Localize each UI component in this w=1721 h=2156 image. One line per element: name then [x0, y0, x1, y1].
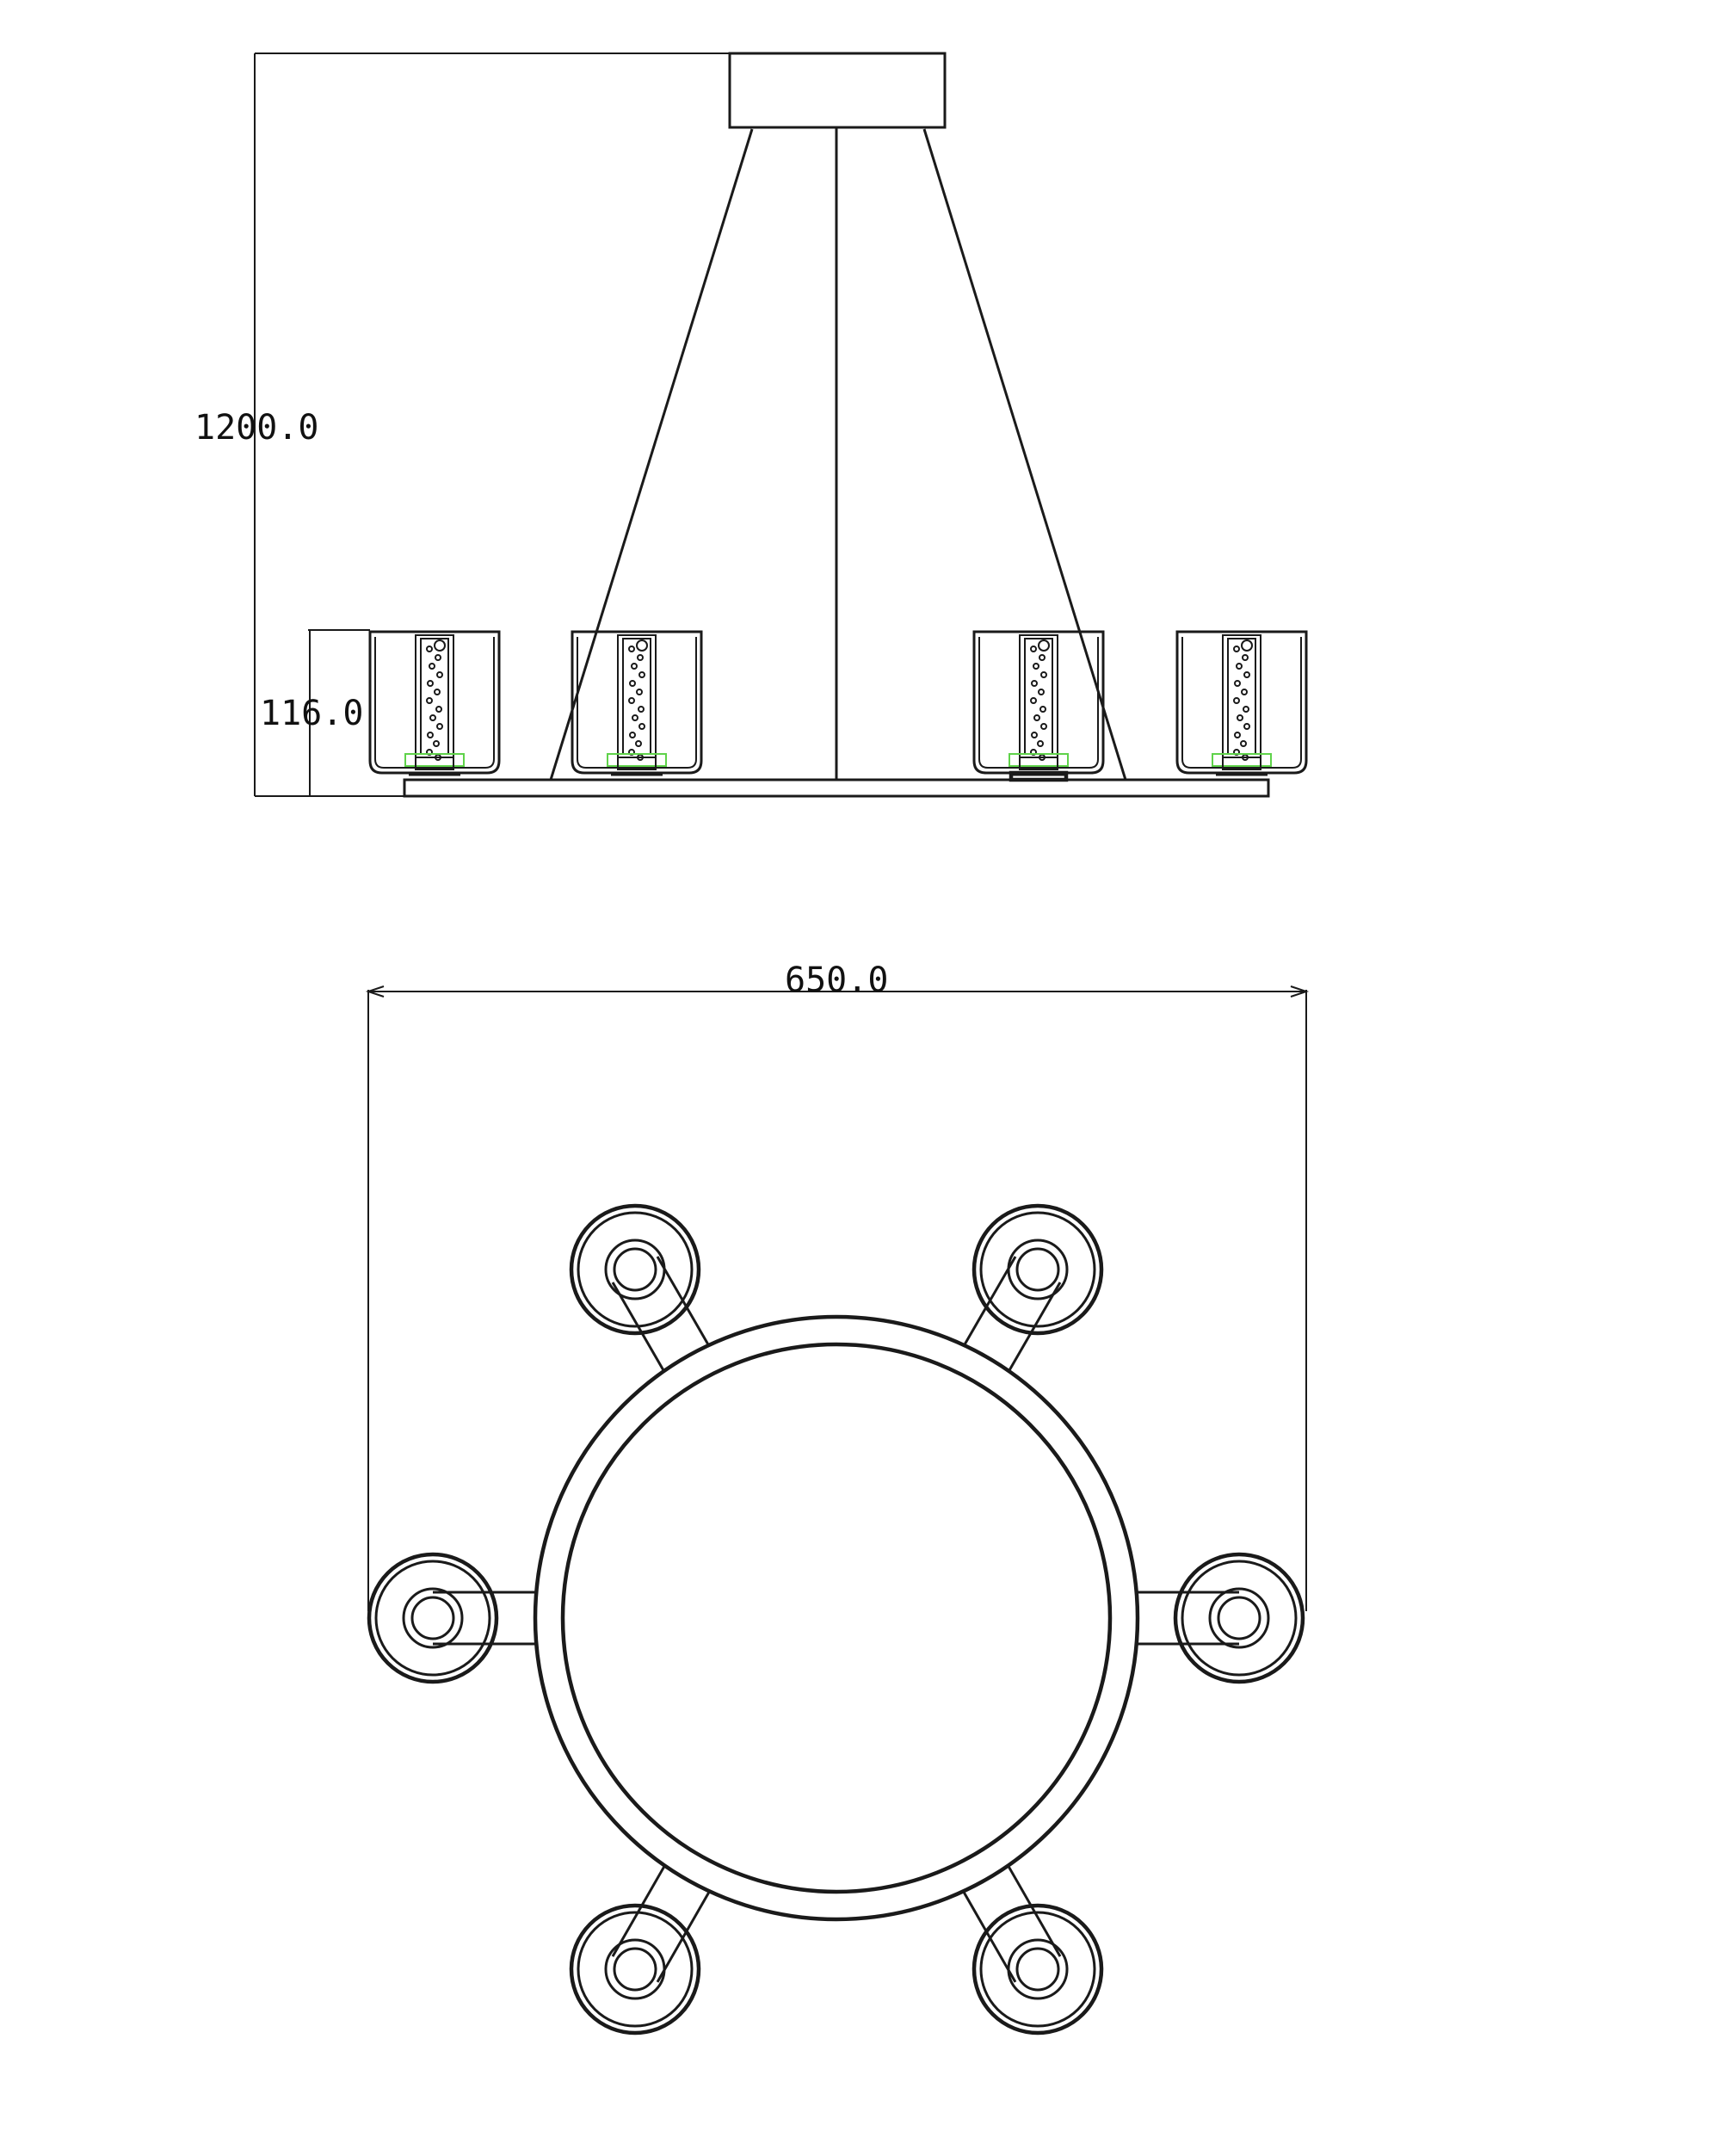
shade-head-1 — [569, 1203, 710, 1371]
shade-head-6 — [962, 1865, 1104, 2036]
ring-body-side — [403, 778, 1270, 798]
total-height-label: 1200.0 — [194, 408, 319, 448]
dimension-total-height: 1200.0 — [194, 53, 731, 797]
shades-side — [308, 629, 1308, 782]
shade-side-1 — [308, 629, 501, 776]
top-plan-view: 650.0 — [365, 961, 1310, 2036]
shade-side-2 — [571, 630, 703, 776]
ring-inner-edge — [560, 1342, 1113, 1894]
shade-side-4 — [1175, 630, 1308, 776]
ceiling-canopy — [728, 52, 947, 129]
shade-side-3 — [972, 630, 1105, 782]
dimension-diameter: 650.0 — [365, 961, 1310, 1611]
ring-outer-edge — [533, 1314, 1140, 1922]
dimension-shade-height: 116.0 — [260, 629, 370, 796]
shade-height-label: 116.0 — [260, 694, 363, 733]
shade-head-4 — [1138, 1552, 1305, 1684]
arms-top — [367, 1203, 1305, 2036]
diameter-label: 650.0 — [785, 961, 888, 1000]
shade-head-5 — [569, 1865, 711, 2036]
shade-head-2 — [963, 1203, 1104, 1371]
left-cable — [549, 128, 754, 781]
side-elevation-view: 1200.0 116.0 — [194, 52, 1308, 798]
shade-head-3 — [367, 1552, 535, 1684]
right-cable — [922, 128, 1127, 781]
